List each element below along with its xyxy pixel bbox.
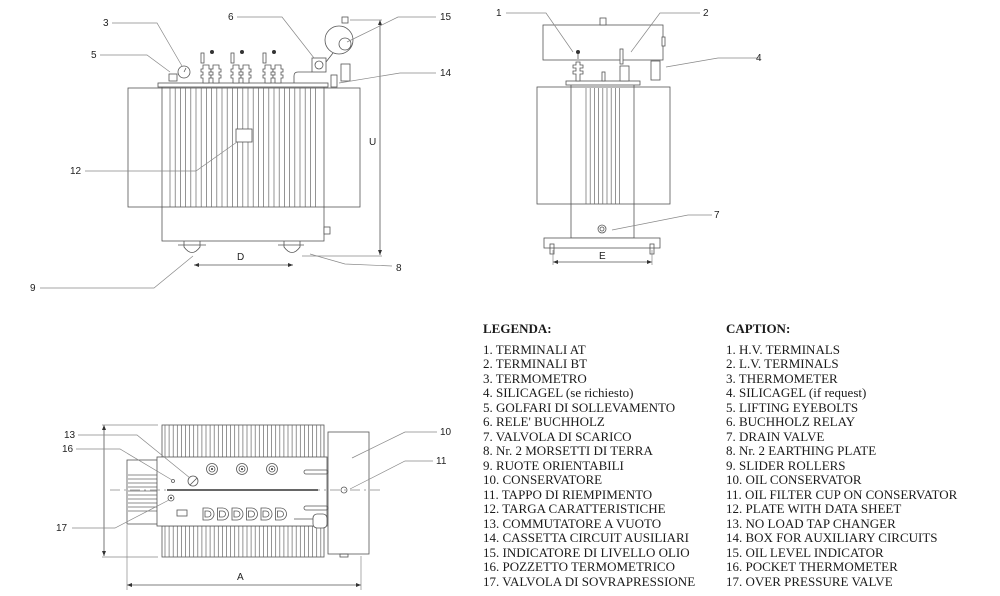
side-base: [543, 237, 661, 249]
oil-level-indicator: [338, 37, 352, 51]
legend-english-item: 1. H.V. TERMINALS: [726, 341, 841, 357]
front-bushings: [200, 50, 284, 84]
legend-italian-item: 11. TAPPO DI RIEMPIMENTO: [483, 486, 653, 502]
legend-english-item: 8. Nr. 2 EARTHING PLATE: [726, 443, 877, 458]
front-fins: [169, 88, 316, 207]
legend-italian-item: 4. SILICAGEL (se richiesto): [483, 385, 634, 400]
legend-english-item: 5. LIFTING EYEBOLTS: [726, 399, 859, 415]
legend-english-item: 6. BUCHHOLZ RELAY: [726, 414, 856, 429]
front-view: D U 3 5 6 15 14 12 9 8: [30, 12, 452, 294]
legend-italian-title: LEGENDA:: [483, 321, 552, 336]
callout-7: 7: [714, 210, 720, 221]
legend-english-item: 2. L.V. TERMINALS: [726, 356, 839, 371]
legend-english-item: 7. DRAIN VALVE: [726, 428, 825, 444]
legend-english-item: 10. OIL CONSERVATOR: [726, 472, 862, 487]
legend-italian-item: 13. COMMUTATORE A VUOTO: [483, 515, 662, 531]
data-plate: [235, 128, 253, 143]
legend-italian-item: 6. RELE' BUCHHOLZ: [483, 414, 605, 429]
legend-english-item: 9. SLIDER ROLLERS: [726, 457, 846, 473]
callout-14: 14: [440, 68, 452, 79]
legend-italian-item: 3. TERMOMETRO: [483, 370, 587, 386]
callout-9: 9: [30, 283, 36, 294]
legend-english-item: 3. THERMOMETER: [726, 370, 838, 386]
roller-right: [278, 241, 304, 253]
hv-bushing: [572, 61, 584, 82]
legend-italian-item: 10. CONSERVATORE: [483, 472, 603, 487]
callout-8: 8: [396, 263, 402, 274]
legend-italian-item: 12. TARGA CARATTERISTICHE: [483, 501, 666, 516]
legend-italian-item: 16. POZZETTO TERMOMETRICO: [483, 559, 675, 574]
callout-13: 13: [64, 430, 76, 441]
tap-changer: [187, 475, 199, 487]
callout-16: 16: [62, 444, 74, 455]
legend-english-item: 12. PLATE WITH DATA SHEET: [726, 501, 902, 516]
legend-italian-item: 7. VALVOLA DI SCARICO: [483, 428, 632, 444]
legend-english-item: 13. NO LOAD TAP CHANGER: [726, 515, 896, 531]
side-cover: [565, 80, 641, 86]
side-conservator: [542, 24, 664, 61]
silicagel-breather: [340, 63, 351, 82]
legend-italian-item: 15. INDICATORE DI LIVELLO OLIO: [483, 544, 690, 560]
legend-italian-item: 5. GOLFARI DI SOLLEVAMENTO: [483, 399, 676, 415]
dim-U-label: U: [369, 137, 376, 148]
callout-12: 12: [70, 166, 82, 177]
legend-italian-item: 2. TERMINALI BT: [483, 356, 588, 371]
conservator-end: [324, 25, 354, 55]
legend-italian-item: 17. VALVOLA DI SOVRAPRESSIONE: [483, 573, 696, 589]
pressure-valve: [167, 494, 175, 502]
front-cover-plate: [157, 82, 329, 88]
top-view: A 13 16 17 10 11: [56, 424, 452, 590]
side-view: E 1 2 4 7: [496, 8, 762, 265]
aux-circuit-box: [330, 74, 338, 88]
legend-italian-item: 8. Nr. 2 MORSETTI DI TERRA: [483, 443, 653, 458]
callout-17: 17: [56, 523, 68, 534]
lv-bushing: [619, 65, 630, 82]
legend-english-item: 11. OIL FILTER CUP ON CONSERVATOR: [726, 486, 958, 502]
callout-3: 3: [103, 18, 109, 29]
legend-italian-item: 1. TERMINALI AT: [483, 341, 586, 357]
lifting-eyebolt: [168, 73, 178, 82]
callout-5: 5: [91, 50, 97, 61]
legend-english-item: 17. OVER PRESSURE VALVE: [726, 573, 893, 589]
callout-10: 10: [440, 427, 452, 438]
callout-4: 4: [756, 53, 762, 64]
callout-6: 6: [228, 12, 234, 23]
callout-2: 2: [703, 8, 709, 19]
top-conservator: [327, 431, 370, 555]
legend-italian-item: 9. RUOTE ORIENTABILI: [483, 457, 624, 473]
dim-A-label: A: [237, 572, 244, 583]
dim-D-label: D: [237, 252, 244, 263]
dim-E-label: E: [599, 251, 606, 262]
callout-15: 15: [440, 12, 452, 23]
legend-english-item: 4. SILICAGEL (if request): [726, 385, 867, 400]
roller-left: [178, 241, 206, 253]
filling-cap: [340, 486, 348, 494]
side-fins: [585, 88, 620, 204]
legend-english-item: 14. BOX FOR AUXILIARY CIRCUITS: [726, 530, 938, 545]
drain-valve: [597, 224, 607, 234]
legend-english-item: 16. POCKET THERMOMETER: [726, 559, 898, 574]
callout-1: 1: [496, 8, 502, 19]
front-radiator-outline: [127, 87, 361, 208]
callout-11: 11: [436, 456, 447, 467]
legend-english-title: CAPTION:: [726, 321, 791, 336]
side-radiator: [536, 86, 671, 205]
side-silicagel: [650, 60, 661, 81]
legend-italian-item: 14. CASSETTA CIRCUIT AUSILIARI: [483, 530, 690, 545]
thermometer-pocket: [171, 479, 175, 483]
buchholz-relay: [311, 57, 327, 73]
legend-english-item: 15. OIL LEVEL INDICATOR: [726, 544, 884, 560]
top-fins: [164, 425, 322, 557]
